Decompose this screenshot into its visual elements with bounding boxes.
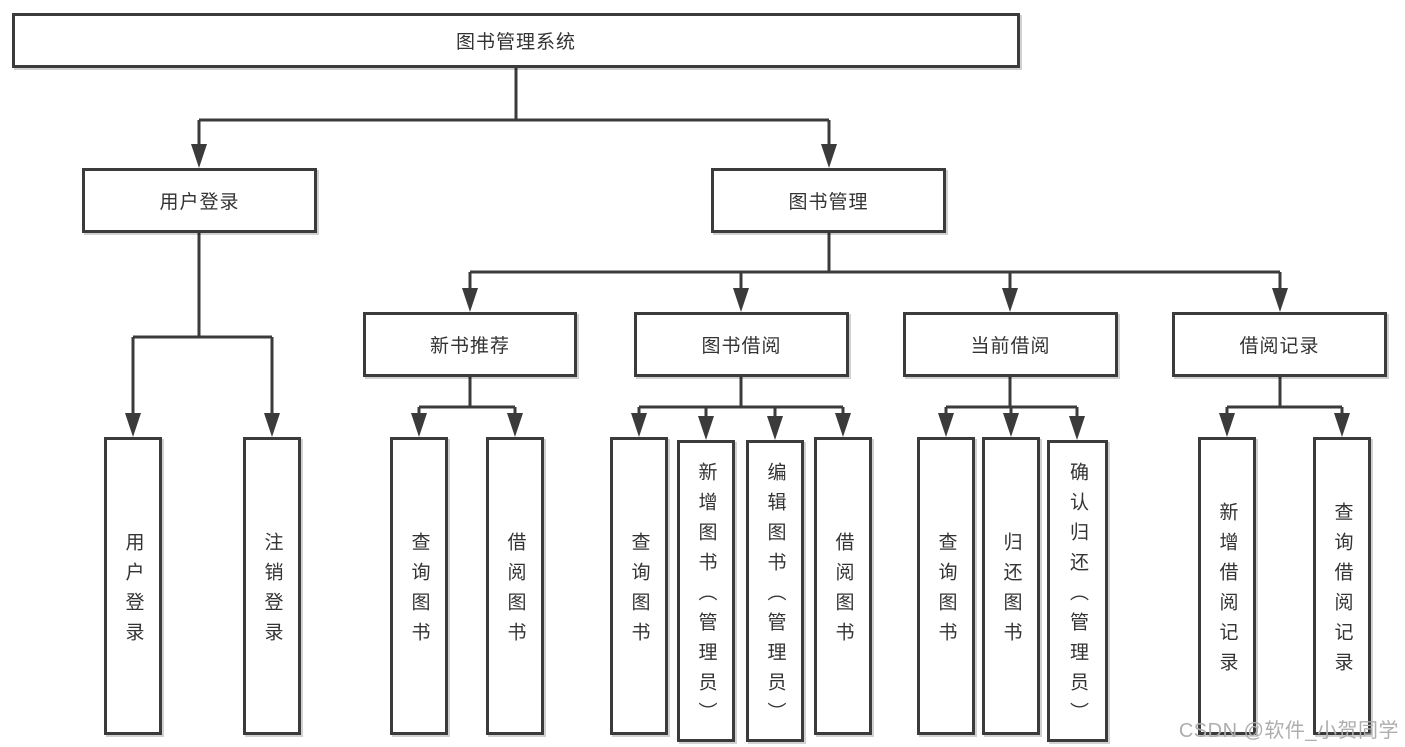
- leaf-nbr-query-book-label: 查询图书: [408, 531, 430, 652]
- node-user-login-label: 用户登录: [159, 192, 240, 213]
- leaf-bb-query-book: 查询图书: [610, 437, 668, 735]
- leaf-bb-borrow-book-label: 借阅图书: [832, 531, 854, 652]
- leaf-user-login: 用户登录: [104, 437, 162, 735]
- arrowhead: [631, 413, 647, 437]
- arrowhead: [1069, 416, 1085, 440]
- arrowhead: [462, 288, 478, 312]
- node-current-borrow-label: 当前借阅: [970, 336, 1051, 357]
- leaf-br-add-record-label: 新增借阅记录: [1216, 501, 1238, 682]
- arrowhead: [1272, 288, 1288, 312]
- node-book-borrow-label: 图书借阅: [701, 336, 782, 357]
- leaf-logout-login: 注销登录: [243, 437, 301, 735]
- leaf-nbr-query-book: 查询图书: [390, 437, 448, 735]
- leaf-br-query-record-label: 查询借阅记录: [1331, 501, 1353, 682]
- leaf-bb-add-book-admin: 新增图书（管理员）: [677, 440, 735, 742]
- leaf-bb-add-book-admin-label: 新增图书（管理员）: [695, 461, 717, 732]
- arrowhead: [125, 413, 141, 437]
- leaf-cb-confirm-return-admin: 确认归还（管理员）: [1047, 440, 1108, 742]
- leaf-br-add-record: 新增借阅记录: [1198, 437, 1256, 735]
- leaf-cb-query-book: 查询图书: [917, 437, 975, 735]
- leaf-cb-return-book: 归还图书: [982, 437, 1040, 735]
- arrowhead: [191, 144, 207, 168]
- node-borrow-records-label: 借阅记录: [1239, 336, 1320, 357]
- arrowhead: [1002, 288, 1018, 312]
- arrowhead: [821, 144, 837, 168]
- arrowhead: [698, 416, 714, 440]
- leaf-logout-login-label: 注销登录: [261, 531, 283, 652]
- leaf-bb-edit-book-admin: 编辑图书（管理员）: [746, 440, 804, 742]
- leaf-cb-return-book-label: 归还图书: [1000, 531, 1022, 652]
- arrowhead: [938, 413, 954, 437]
- arrowhead: [264, 413, 280, 437]
- leaf-cb-query-book-label: 查询图书: [935, 531, 957, 652]
- node-root: 图书管理系统: [12, 13, 1020, 68]
- arrowhead: [767, 416, 783, 440]
- leaf-cb-confirm-return-admin-label: 确认归还（管理员）: [1067, 461, 1088, 732]
- arrowhead: [1003, 413, 1019, 437]
- node-current-borrow: 当前借阅: [903, 312, 1118, 377]
- node-borrow-records: 借阅记录: [1172, 312, 1387, 377]
- watermark: CSDN @软件_小贺同学: [1178, 720, 1399, 742]
- arrowhead: [1334, 413, 1350, 437]
- leaf-user-login-label: 用户登录: [122, 531, 144, 652]
- connector-path: [131, 68, 1344, 422]
- arrowheads: [125, 144, 1350, 440]
- arrowhead: [507, 413, 523, 437]
- node-book-management: 图书管理: [711, 168, 946, 233]
- node-new-book-recommend: 新书推荐: [363, 312, 577, 377]
- leaf-nbr-borrow-book: 借阅图书: [486, 437, 544, 735]
- leaf-nbr-borrow-book-label: 借阅图书: [504, 531, 526, 652]
- node-root-label: 图书管理系统: [455, 32, 576, 53]
- arrowhead: [411, 413, 427, 437]
- node-new-book-recommend-label: 新书推荐: [429, 336, 510, 357]
- node-book-management-label: 图书管理: [788, 192, 869, 213]
- leaf-bb-edit-book-admin-label: 编辑图书（管理员）: [764, 461, 786, 732]
- arrowhead: [1219, 413, 1235, 437]
- leaf-bb-query-book-label: 查询图书: [628, 531, 650, 652]
- arrowhead: [733, 288, 749, 312]
- arrowhead: [835, 413, 851, 437]
- node-user-login: 用户登录: [82, 168, 317, 233]
- leaf-bb-borrow-book: 借阅图书: [814, 437, 872, 735]
- node-book-borrow: 图书借阅: [634, 312, 849, 377]
- leaf-br-query-record: 查询借阅记录: [1313, 437, 1371, 735]
